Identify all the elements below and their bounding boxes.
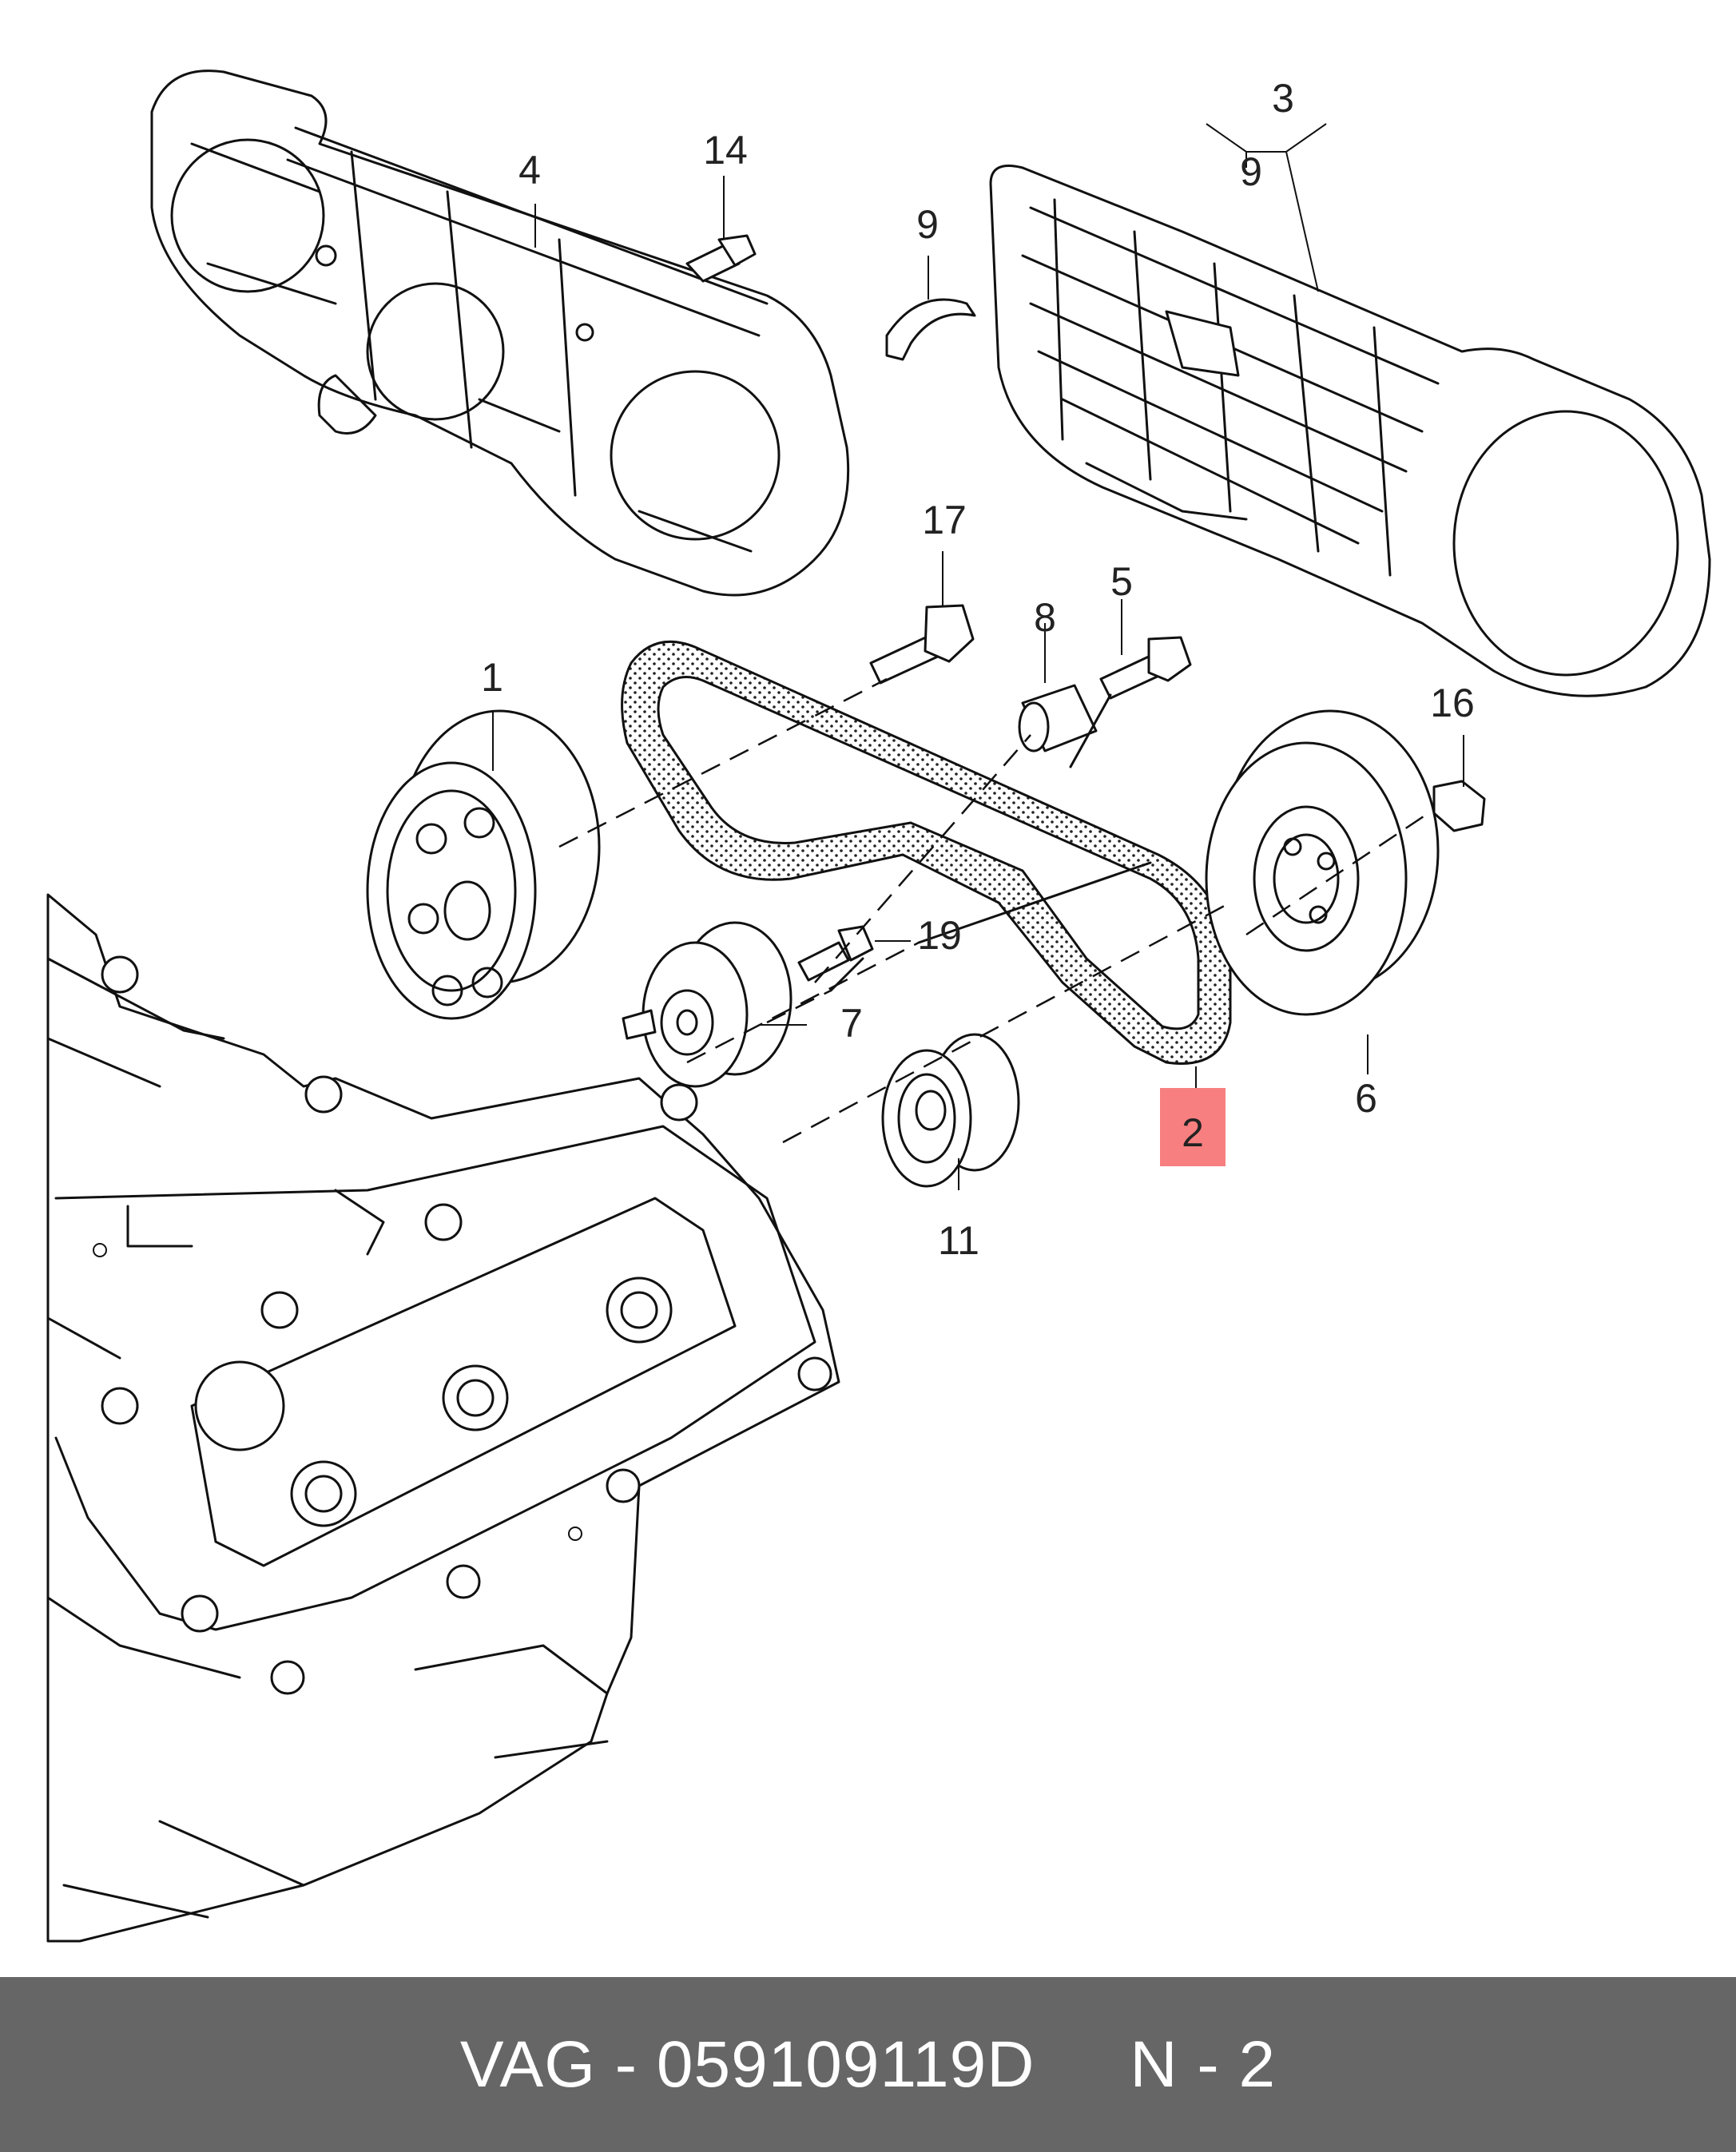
callout-17: 17: [922, 498, 967, 542]
exploded-parts-diagram: 1 2 3 4 5 6 7 8 9 9 11 14 16 17 19: [46, 69, 1711, 1943]
nut-16: [1432, 780, 1486, 832]
bushing-8: [1018, 684, 1098, 752]
part-number-footer: VAG - 059109119D N - 2: [0, 1977, 1736, 2152]
bolt-19: [797, 925, 874, 982]
callout-6: 6: [1355, 1076, 1377, 1121]
leader-lines: [492, 123, 1464, 1190]
callout-2: 2: [1182, 1110, 1204, 1155]
callout-16: 16: [1430, 681, 1475, 725]
engine-cylinder-head: [46, 893, 840, 1943]
part-number-text: VAG - 059109119D N - 2: [459, 2027, 1277, 2101]
callout-labels: 1 2 3 4 5 6 7 8 9 9 11 14 16 17 19: [481, 76, 1475, 1263]
timing-belt: [621, 640, 1232, 1065]
callout-14: 14: [703, 128, 748, 173]
front-timing-cover: [989, 165, 1711, 697]
callout-1: 1: [481, 655, 503, 700]
highlight-box-part-2: [1160, 1088, 1226, 1166]
callout-8: 8: [1034, 595, 1056, 640]
bolt-14: [685, 234, 757, 283]
callout-11: 11: [938, 1218, 979, 1263]
alignment-lines: [558, 677, 1427, 1144]
callout-3: 3: [1272, 76, 1294, 121]
callout-4: 4: [518, 148, 541, 193]
callout-9-cover: 9: [1240, 149, 1262, 194]
bolt-5: [1099, 636, 1192, 700]
callout-5: 5: [1110, 559, 1133, 604]
crankshaft-sprocket: [881, 1033, 1020, 1188]
callout-19: 19: [917, 913, 962, 958]
callout-7: 7: [840, 1001, 863, 1046]
bolt-17: [869, 604, 975, 685]
rear-timing-cover: [150, 69, 850, 597]
camshaft-sprocket: [366, 709, 601, 1020]
vibration-damper: [1205, 709, 1440, 1016]
clip: [885, 298, 976, 361]
callout-9-clip: 9: [916, 202, 939, 247]
tensioner-pulley: [622, 921, 793, 1088]
